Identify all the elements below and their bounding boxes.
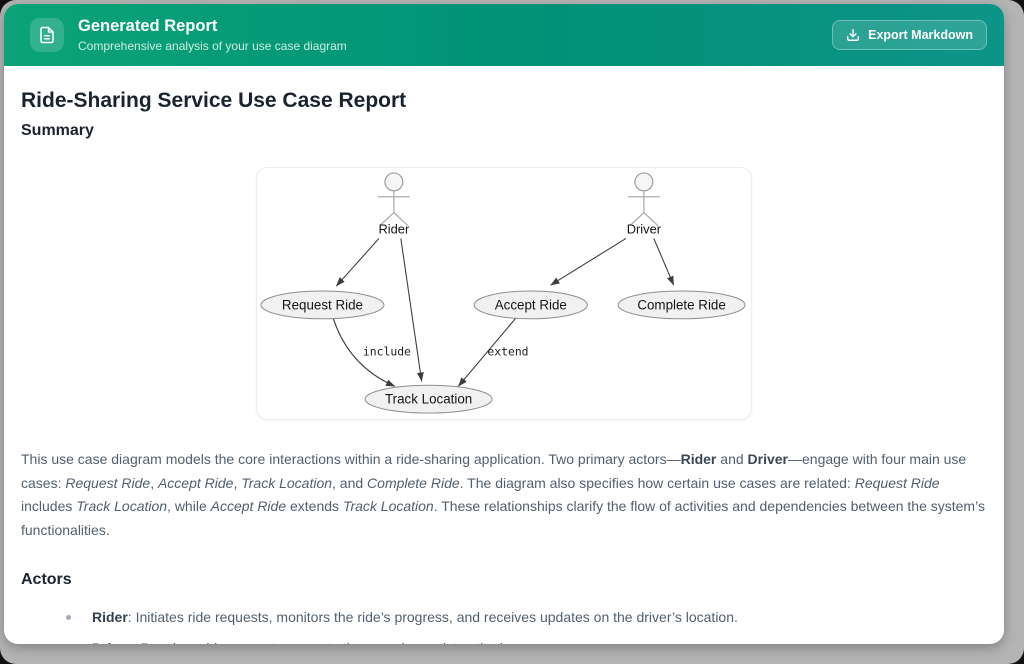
use-case-node [364,384,493,414]
use-case-diagram-panel: include extend Request Ride Accept Ride Comp… [256,167,752,420]
actor-head [384,172,404,192]
export-button-label: Export Markdown [868,28,973,42]
actor-list-item: Driver: Receives ride requests, accepts … [92,639,987,644]
paragraph-text-run: . These relationships clarify the flow o… [21,498,985,538]
paragraph-italic-run: Request Ride [854,474,940,491]
page-subtitle: Comprehensive analysis of your use case … [78,39,347,54]
paragraph-italic-run: Track Location [241,474,333,491]
paragraph-italic-run: Track Location [342,498,434,514]
edge-label: include [363,345,411,359]
report-title: Ride-Sharing Service Use Case Report [21,89,407,112]
paragraph-text-run: This use case diagram models the core in… [21,451,681,467]
paragraph-italic-run: Complete Ride [367,474,460,491]
actor-term: Driver [92,640,132,644]
paragraph-text-run: extends [286,498,343,514]
summary-heading: Summary [21,122,94,139]
actor-term: Rider [92,609,128,625]
paragraph-bold-run: Driver [747,451,788,467]
header-bar: Generated Report Comprehensive analysis … [4,4,1004,66]
document-icon [30,17,64,52]
actor-list-item: Rider: Initiates ride requests, monitors… [66,608,987,627]
paragraph-text-run: , [150,474,158,491]
actor-figure [378,190,410,227]
association-edge [653,238,675,286]
header-brand: Generated Report Comprehensive analysis … [30,17,347,54]
association-edge [457,316,518,387]
paragraph-italic-run: Track Location [76,498,168,514]
actors-list: Rider: Initiates ride requests, monitors… [21,608,987,644]
paragraph-text-run: , and [332,474,368,491]
actor-figure [628,190,660,227]
association-edge [400,238,424,382]
use-case-node [617,290,746,320]
actors-heading: Actors [21,571,72,588]
paragraph-italic-run: Request Ride [65,474,151,491]
use-case-label: Accept Ride [495,297,567,312]
paragraph-bold-run: Rider [680,451,717,467]
paragraph-text-run: includes [21,498,77,514]
paragraph-text-run: , [233,474,242,491]
page-title: Generated Report [78,16,218,35]
actor-head [634,172,654,192]
app-window: Generated Report Comprehensive analysis … [4,4,1004,644]
association-edge [335,238,380,287]
paragraph-text-run: —engage with four main use cases: [21,451,967,491]
header-text: Generated Report Comprehensive analysis … [78,17,347,54]
paragraph-italic-run: Accept Ride [210,498,287,514]
summary-paragraph: This use case diagram models the core in… [21,448,987,542]
paragraph-text-run: and [716,451,748,467]
paragraph-text-run: . The diagram also specifies how certain… [459,474,855,491]
actor-label: Rider [378,221,409,236]
association-edge [332,318,396,387]
actor-label: Driver [627,221,662,236]
use-case-label: Request Ride [282,297,363,312]
use-case-label: Complete Ride [637,297,725,312]
report-content: Ride-Sharing Service Use Case Report Sum… [4,88,1004,644]
paragraph-italic-run: Accept Ride [157,474,234,491]
export-markdown-button[interactable]: Export Markdown [832,20,987,50]
download-icon [847,29,860,41]
use-case-label: Track Location [385,392,472,407]
edge-label: extend [487,345,528,359]
paragraph-text-run: , while [167,498,211,514]
use-case-node [260,290,385,320]
use-case-node [473,290,588,320]
use-case-diagram-svg: include extend Request Ride Accept Ride Comp… [260,172,746,414]
association-edge [550,237,627,286]
